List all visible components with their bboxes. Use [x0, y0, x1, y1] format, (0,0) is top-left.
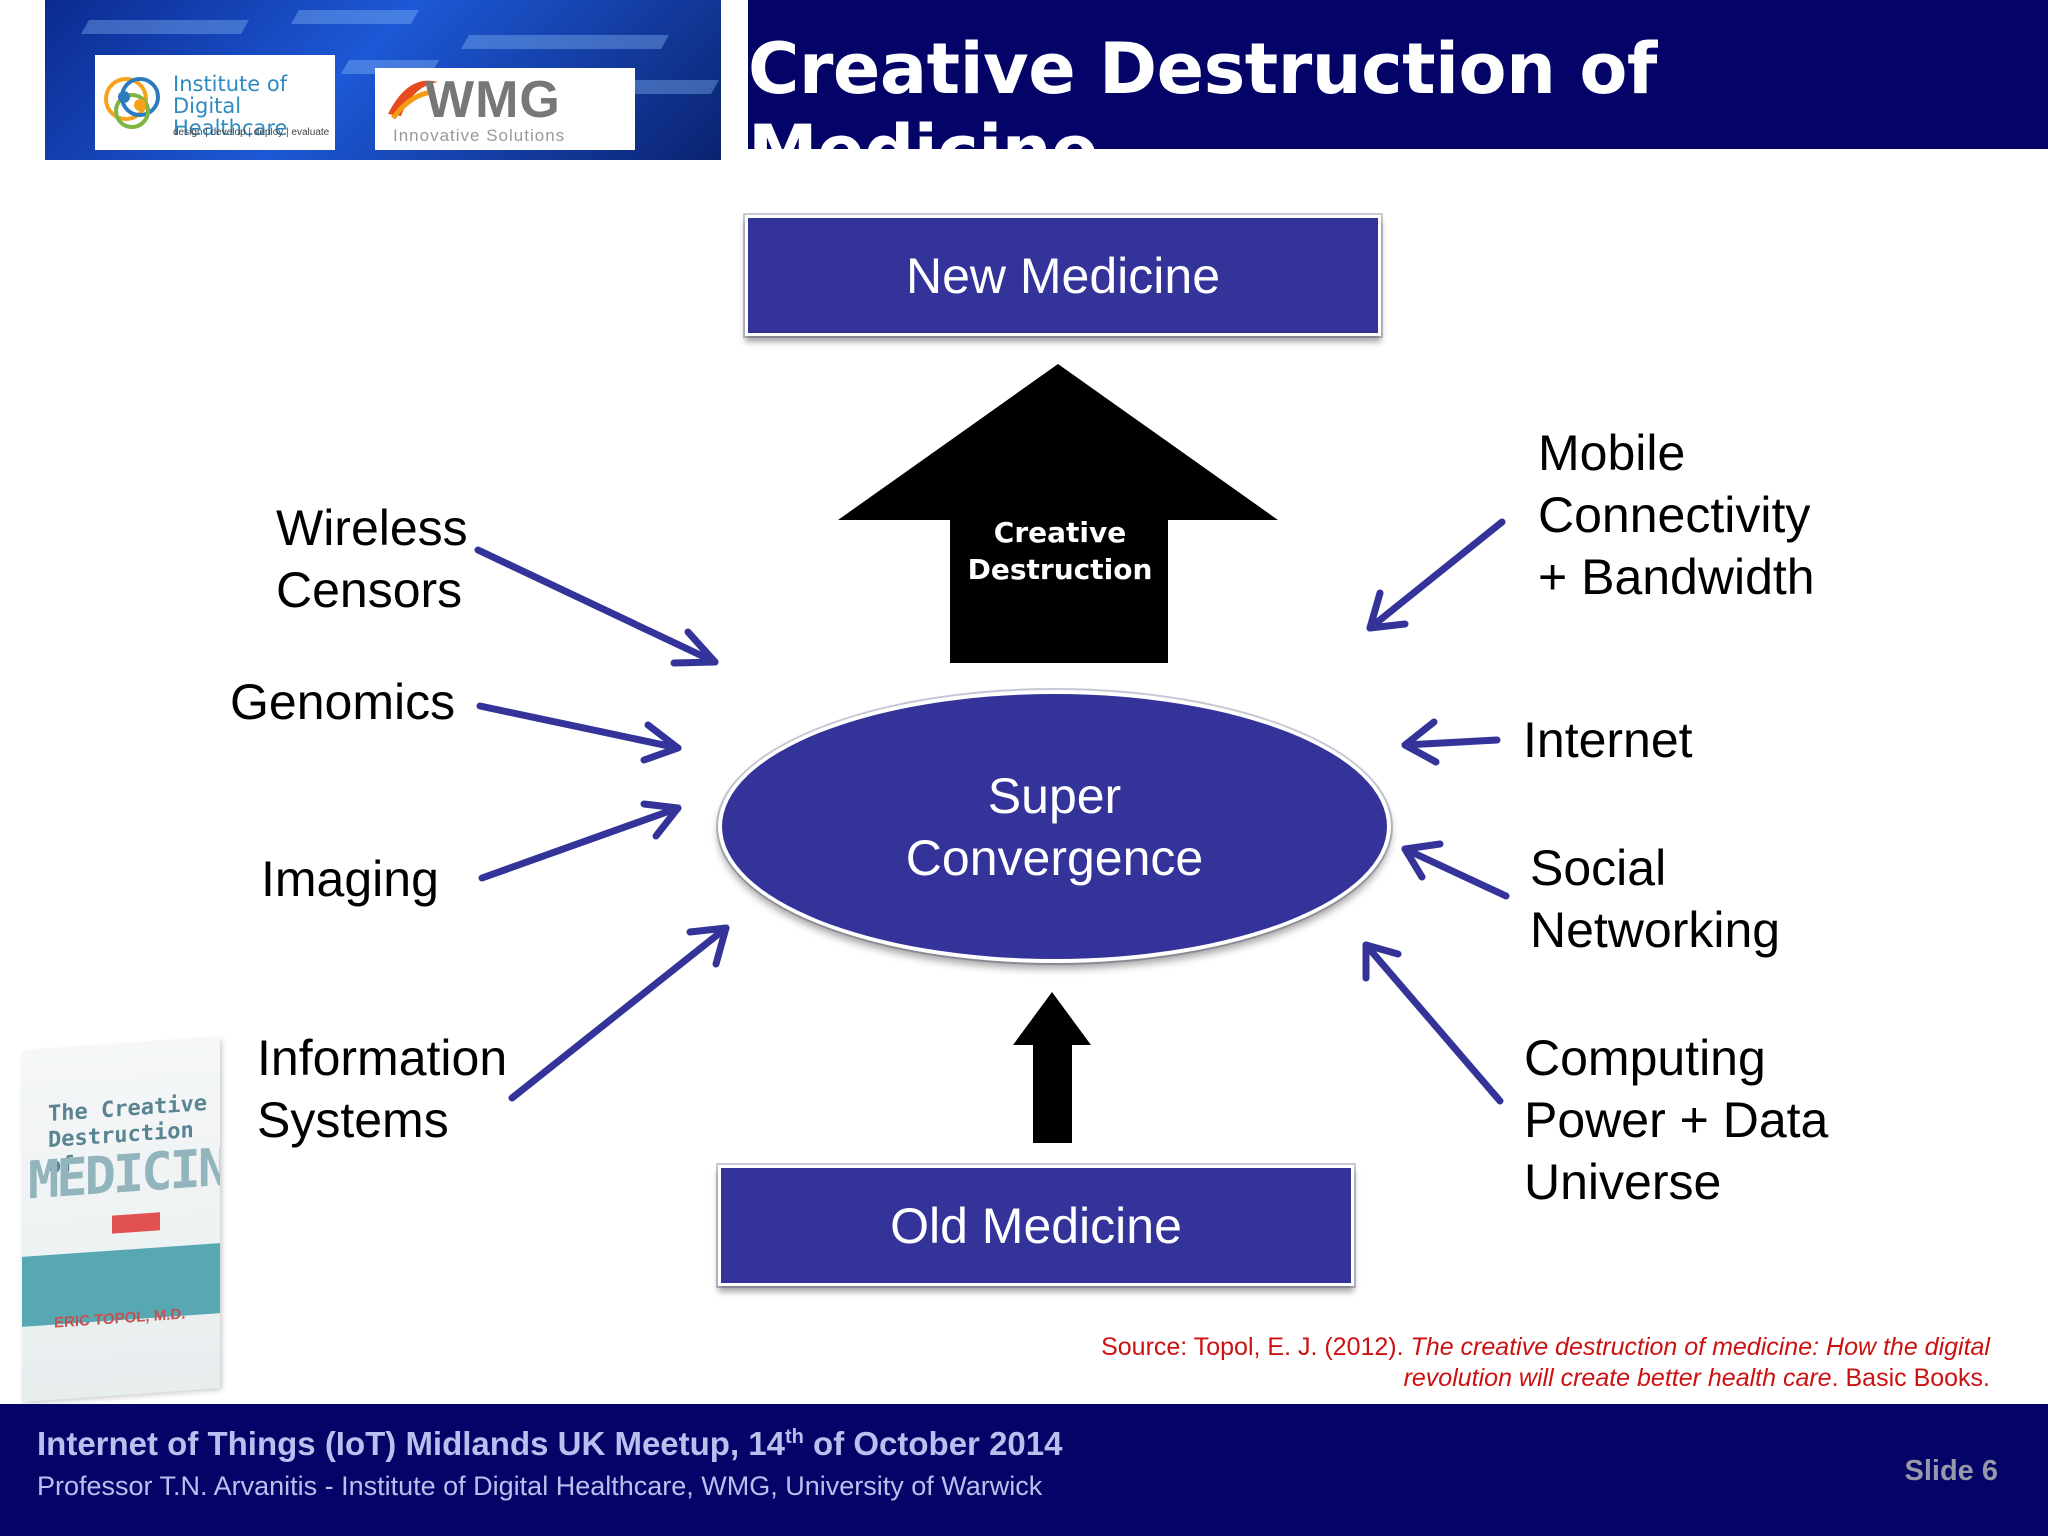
footer-bar — [0, 1404, 2048, 1536]
book-flag — [112, 1212, 160, 1234]
imaging-arrow — [478, 800, 682, 882]
old-medicine-label: Old Medicine — [890, 1197, 1182, 1254]
factor-information-line2: Systems — [257, 1092, 449, 1148]
new-medicine-label: New Medicine — [905, 247, 1220, 304]
super-convergence-line1: Super — [987, 767, 1122, 824]
factor-genomics: Genomics — [230, 671, 455, 733]
new-medicine-box: New Medicine — [745, 215, 1381, 336]
creative-destruction-label: Creative Destruction — [950, 514, 1170, 588]
page-title: Creative Destruction of Medicine — [748, 28, 1657, 192]
footer-event: Internet of Things (IoT) Midlands UK Mee… — [37, 1425, 1062, 1463]
idh-logo-icon — [104, 77, 160, 129]
creative-destruction-arrow — [838, 364, 1278, 663]
old-medicine-box: Old Medicine — [718, 1165, 1354, 1286]
factor-social-line2: Networking — [1530, 902, 1781, 958]
book-cover-image: The Creative Destruction of MEDICINE ERI… — [22, 1038, 220, 1402]
factor-genomics-line1: Genomics — [230, 674, 456, 730]
factor-computing-line1: Computing — [1524, 1030, 1766, 1086]
old-to-convergence-arrow — [1013, 992, 1091, 1143]
footer-event-a: Internet of Things (IoT) Midlands UK Mee… — [37, 1425, 785, 1462]
wmg-logo: WMG Innovative Solutions — [375, 68, 635, 150]
super-convergence-ellipse: Super Convergence — [718, 690, 1391, 963]
source-title-part1: The creative destruction of medicine: Ho… — [1410, 1333, 1990, 1361]
factor-computing-line3: Universe — [1524, 1154, 1722, 1210]
source-prefix: Source: Topol, E. J. (2012). — [1101, 1333, 1411, 1361]
factor-mobile-line3: + Bandwidth — [1538, 549, 1815, 605]
footer-presenter: Professor T.N. Arvanitis - Institute of … — [37, 1471, 1043, 1501]
idh-logo-line1: Institute of — [173, 72, 288, 96]
factor-imaging: Imaging — [261, 848, 439, 910]
factor-mobile-line2: Connectivity — [1538, 487, 1811, 543]
information-arrow — [508, 924, 730, 1102]
creative-destruction-line2: Destruction — [967, 553, 1153, 586]
social-arrow — [1401, 840, 1510, 900]
source-title-part2: revolution will create better health car… — [1403, 1364, 1832, 1392]
wireless-arrow — [474, 546, 719, 667]
wmg-logo-tagline: Innovative Solutions — [393, 126, 566, 145]
factor-imaging-line1: Imaging — [261, 851, 439, 907]
factor-wireless-line1: Wireless — [276, 500, 468, 556]
genomics-arrow — [476, 702, 682, 764]
idh-logo-line2: Digital Healthcare — [173, 94, 288, 140]
source-citation: Source: Topol, E. J. (2012). The creativ… — [990, 1332, 1990, 1394]
computing-arrow — [1362, 941, 1504, 1105]
idh-logo: Institute of Digital Healthcare design |… — [95, 55, 335, 150]
wmg-swoosh-icon — [388, 80, 438, 120]
slide-number: Slide 6 — [1904, 1455, 1999, 1487]
factor-information-line1: Information — [257, 1030, 508, 1086]
factor-internet-line1: Internet — [1523, 712, 1693, 768]
factor-wireless-censors: Wireless Censors — [276, 497, 468, 621]
title-bar: Creative Destruction of Medicine — [748, 0, 2048, 192]
factor-computing-power: Computing Power + Data Universe — [1524, 1027, 1828, 1213]
super-convergence-line2: Convergence — [905, 829, 1204, 886]
footer-event-b: of October 2014 — [803, 1425, 1063, 1462]
wmg-logo-name: WMG — [425, 71, 561, 129]
factor-social-line1: Social — [1530, 840, 1667, 896]
factor-mobile-line1: Mobile — [1538, 425, 1686, 481]
factor-computing-line2: Power + Data — [1524, 1092, 1829, 1148]
mobile-arrow — [1366, 518, 1506, 632]
factor-internet: Internet — [1523, 709, 1693, 771]
factor-mobile-connectivity: Mobile Connectivity + Bandwidth — [1538, 422, 1815, 608]
factor-information-systems: Information Systems — [257, 1027, 507, 1151]
footer-event-sup: th — [785, 1426, 804, 1448]
factor-social-networking: Social Networking — [1530, 837, 1780, 961]
source-suffix: . Basic Books. — [1831, 1364, 1990, 1392]
idh-logo-tagline: design | develop | deploy | evaluate — [173, 127, 330, 138]
internet-arrow — [1401, 718, 1501, 766]
factor-wireless-line2: Censors — [276, 562, 463, 618]
creative-destruction-line1: Creative — [993, 516, 1127, 549]
